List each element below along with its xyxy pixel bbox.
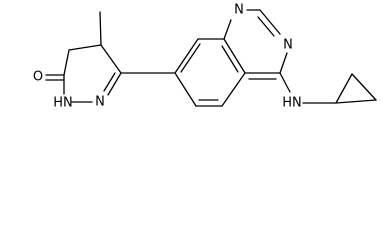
bond-c5-methyl [99,11,102,46]
bond-c3-c4 [63,49,70,76]
ring-nh-label: HN [53,96,73,111]
bond-c7-c8-double [180,43,201,73]
bond-c8a-c4a-double [221,45,239,73]
bond-c8a-c4a [223,38,246,74]
bond-c4-c5 [68,44,102,51]
bond-c6-n1-double [103,72,116,92]
quinazoline-n-top-label: N [234,3,244,18]
oxygen-label: O [33,70,43,85]
bonds [45,9,377,107]
bond-c6a-c7 [174,72,197,107]
atom-labels: O HN N N N HN [33,3,302,111]
amine-nh-label: HN [282,96,302,111]
bond-c4a-c5 [221,72,246,107]
bond-cp-b [351,73,377,101]
bond-n3q-c4q [279,52,288,74]
bond-c7-c8 [174,38,199,74]
quinazoline-n-right-label: N [283,38,293,53]
bond-c4q-nh [279,72,291,93]
bond-c2q-n3q-double [257,16,275,37]
bond-cp-c [335,99,377,104]
chemical-structure-diagram: O HN N N N HN [33,3,377,111]
bond-c6-n1 [107,72,122,96]
ring-n-label: N [95,95,105,110]
bond-c2q-n3q [259,9,281,35]
bond-cp-a [335,73,353,104]
bond-c8a-n1q [223,19,232,40]
bond-c5-c6 [100,44,122,74]
